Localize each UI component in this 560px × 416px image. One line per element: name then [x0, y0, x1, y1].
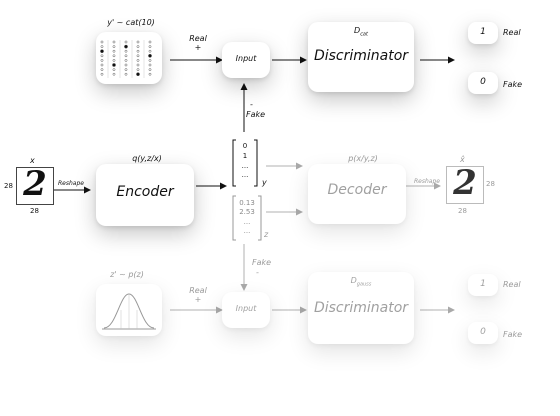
real-label-top: Real [189, 34, 207, 43]
one-hot-dot [136, 63, 140, 67]
one-hot-dot [124, 54, 128, 58]
z-value-0: 0.13 [239, 199, 255, 207]
reshape-label: Reshape [58, 180, 84, 187]
one-hot-dot [100, 45, 104, 48]
one-hot-dot [148, 49, 152, 53]
y-value-2: ... [241, 162, 249, 170]
one-hot-dot [112, 68, 116, 71]
input-box-top: Input [222, 42, 270, 78]
encoder-box: Encoder [96, 164, 194, 226]
real-label-bottom: Real [189, 286, 207, 295]
one-hot-dot [148, 40, 152, 44]
z-label: z [264, 230, 269, 239]
one-hot-dot [136, 59, 140, 62]
mnist-input-image: 2 [16, 164, 54, 205]
one-hot-dot [136, 68, 140, 71]
output-one-bottom: 1 [468, 274, 498, 296]
z-value-3: ... [243, 227, 251, 235]
dim-bottom-out: 28 [458, 207, 467, 215]
fake-label-bottom: Fake [252, 258, 272, 267]
disc-cat-label: Discriminator [313, 48, 409, 64]
one-hot-dot-active [148, 53, 152, 58]
one-hot-dot-active [124, 44, 128, 49]
cat-prior-label: y' ~ cat(10) [107, 18, 155, 27]
one-hot-dot [100, 68, 104, 71]
one-hot-dot [100, 63, 104, 67]
fake-out-label-top: Fake [503, 80, 523, 89]
output-zero-top: 0 [468, 72, 498, 94]
one-hot-dot [136, 54, 140, 58]
mnist-output-image: 2 [446, 163, 484, 204]
decoder-title: p(x/y,z) [348, 154, 378, 163]
cat-samples-card [96, 32, 162, 84]
digit-glyph-out: 2 [453, 163, 477, 203]
encoder-title: q(y,z/x) [132, 154, 162, 163]
xhat-label: x̂ [460, 155, 465, 164]
digit-glyph: 2 [23, 164, 47, 204]
neg-label-bottom: - [256, 268, 259, 277]
discriminator-gauss-box: Dgauss Discriminator [308, 272, 414, 344]
output-one-top: 1 [468, 22, 498, 44]
plus-label-bottom: + [194, 295, 202, 304]
one-hot-dot [112, 40, 116, 44]
real-out-label-top: Real [503, 28, 521, 37]
one-hot-dot [124, 40, 128, 44]
disc-cat-symbol: Dcat [354, 26, 368, 38]
gauss-prior-label: z' ~ p(z) [110, 270, 144, 279]
y-vector: 0 1 ... ... [232, 138, 258, 188]
disc-gauss-symbol: Dgauss [350, 276, 372, 288]
output-zero-bottom: 0 [468, 322, 498, 344]
one-hot-dot [100, 40, 104, 44]
y-value-1: 1 [242, 152, 248, 160]
fake-out-label-bottom: Fake [503, 330, 523, 339]
z-value-1: 2.53 [239, 208, 255, 216]
neg-label-top: - [250, 100, 253, 109]
gauss-samples-card [96, 284, 162, 336]
y-value-0: 0 [242, 142, 248, 150]
one-hot-dot [112, 72, 116, 76]
dim-right: 28 [486, 180, 495, 188]
gaussian-curve-icon [102, 293, 156, 330]
one-hot-dot [112, 59, 116, 62]
plus-label-top: + [194, 43, 202, 52]
y-value-3: ... [241, 171, 249, 179]
one-hot-dot-active [100, 49, 104, 54]
one-hot-dot [136, 49, 140, 53]
y-label: y [262, 178, 267, 187]
z-value-2: ... [243, 218, 251, 226]
one-hot-dot [148, 63, 152, 67]
one-hot-dot [124, 59, 128, 62]
one-hot-dot [148, 68, 152, 71]
one-hot-dot [112, 49, 116, 53]
one-hot-dot [100, 54, 104, 58]
decoder-box: Decoder [308, 164, 406, 224]
one-hot-dot [100, 72, 104, 76]
one-hot-dot-active [136, 72, 140, 77]
one-hot-dot [124, 49, 128, 53]
one-hot-dot [112, 54, 116, 58]
one-hot-dot [136, 40, 140, 44]
one-hot-dot [112, 45, 116, 48]
real-out-label-bottom: Real [503, 280, 521, 289]
one-hot-dot-active [112, 63, 116, 67]
one-hot-dot [136, 45, 140, 48]
z-vector: 0.13 2.53 ... ... [232, 194, 262, 242]
one-hot-matrix [100, 40, 152, 78]
one-hot-dot [148, 45, 152, 48]
disc-gauss-label: Discriminator [313, 300, 409, 316]
one-hot-dot [148, 59, 152, 62]
fake-label-top: Fake [246, 110, 266, 119]
dim-left: 28 [4, 182, 13, 190]
input-box-bottom: Input [222, 292, 270, 328]
dim-bottom: 28 [30, 207, 39, 215]
one-hot-dot [124, 63, 128, 67]
one-hot-dot [124, 72, 128, 76]
one-hot-dot [124, 68, 128, 71]
reshape-out-label: Reshape [414, 178, 440, 185]
one-hot-dot [100, 59, 104, 62]
one-hot-dot [148, 72, 152, 76]
discriminator-cat-box: Dcat Discriminator [308, 22, 414, 92]
x-label: x [30, 156, 35, 165]
